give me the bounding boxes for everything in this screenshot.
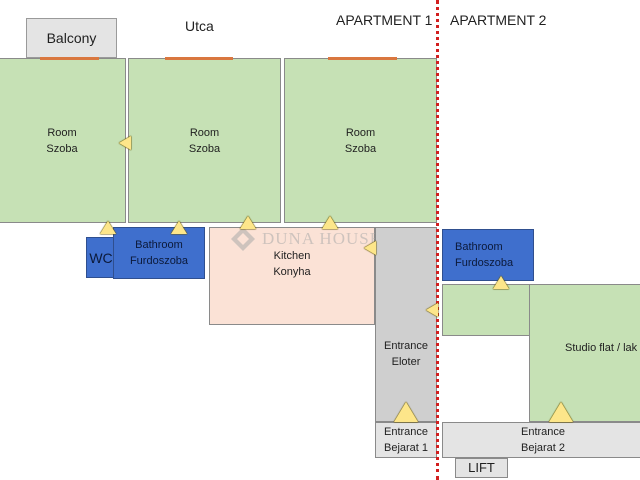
door-marker-icon xyxy=(119,136,131,150)
door-marker-icon xyxy=(100,221,116,234)
apartment-divider-line xyxy=(436,0,439,480)
apartment-1-label: APARTMENT 1 xyxy=(336,12,433,28)
bathroom-2-name-en: Bathroom xyxy=(455,241,503,253)
room-left-name-hu: Szoba xyxy=(46,142,78,155)
room-right-name-hu: Szoba xyxy=(344,142,377,155)
entrance-hall-name-hu: Eloter xyxy=(391,356,421,368)
window-room-right xyxy=(328,57,397,60)
entrance-2-name-en: Entrance xyxy=(520,426,566,438)
window-room-middle xyxy=(165,57,233,60)
door-marker-icon xyxy=(171,221,187,234)
balcony: Balcony xyxy=(26,18,117,58)
entrance-1: Entrance Bejarat 1 xyxy=(375,422,437,458)
lift: LIFT xyxy=(455,458,508,478)
kitchen-name-hu: Konyha xyxy=(273,266,311,278)
wc-label: WC xyxy=(89,249,113,266)
kitchen-name-en: Kitchen xyxy=(273,250,311,262)
watermark-text: DUNA HOUSE xyxy=(262,229,382,248)
entrance-2: Entrance Bejarat 2 xyxy=(442,422,640,458)
door-marker-icon xyxy=(364,241,376,255)
room-middle: Room Szoba xyxy=(128,58,281,223)
wc: WC xyxy=(86,237,116,278)
studio-flat: Studio flat / lak xyxy=(529,284,640,422)
room-left: Room Szoba xyxy=(0,58,126,223)
door-marker-icon xyxy=(322,216,338,229)
door-marker-icon xyxy=(493,276,509,289)
door-marker-icon xyxy=(426,303,438,317)
lift-label: LIFT xyxy=(468,460,495,475)
room-middle-name-en: Room xyxy=(189,126,220,139)
entrance-1-name-en: Entrance xyxy=(383,426,429,438)
watermark-logo xyxy=(228,224,258,254)
bathroom-2: Bathroom Furdoszoba xyxy=(442,229,534,281)
door-marker-icon xyxy=(549,402,573,422)
entrance-hall: Entrance Eloter xyxy=(375,227,437,422)
studio-flat-label: Studio flat / lak xyxy=(565,342,638,354)
door-marker-icon xyxy=(240,216,256,229)
street-label: Utca xyxy=(185,18,214,34)
room-middle-name-hu: Szoba xyxy=(188,142,221,155)
bathroom-1: Bathroom Furdoszoba xyxy=(113,227,205,279)
entrance-1-name-hu: Bejarat 1 xyxy=(383,442,429,454)
balcony-label: Balcony xyxy=(46,30,97,46)
room-left-name-en: Room xyxy=(47,126,77,139)
bathroom-1-name-hu: Furdoszoba xyxy=(129,255,189,267)
entrance-hall-name-en: Entrance xyxy=(383,340,429,352)
door-marker-icon xyxy=(394,402,418,422)
window-room-left xyxy=(40,57,99,60)
bathroom-2-name-hu: Furdoszoba xyxy=(455,257,514,269)
duna-house-logo-icon xyxy=(231,227,255,251)
entrance-2-name-hu: Bejarat 2 xyxy=(520,442,566,454)
room-right-name-en: Room xyxy=(345,126,376,139)
apartment-2-label: APARTMENT 2 xyxy=(450,12,547,28)
bathroom-1-name-en: Bathroom xyxy=(135,239,183,251)
apartment-2-hall xyxy=(442,284,530,336)
room-right: Room Szoba xyxy=(284,58,437,223)
